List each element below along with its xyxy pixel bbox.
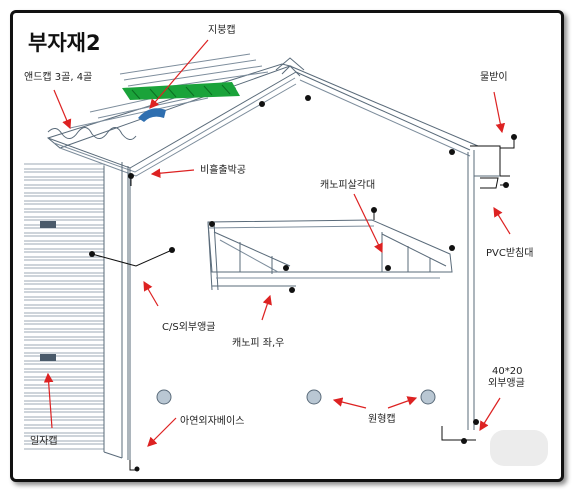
gutter [470,134,517,189]
siding-slat [24,243,105,250]
siding-slat [24,259,105,266]
siding-slat [24,187,105,194]
siding-slat [24,227,105,234]
siding-slat [24,331,105,338]
siding-slat [24,363,105,370]
roof [46,53,479,177]
siding-slat [24,283,105,290]
siding-slat [24,179,105,186]
siding-slat [24,379,105,386]
round-cap-3 [420,389,436,405]
siding-slat [24,275,105,282]
left-wall-siding [24,163,105,450]
siding-slat [24,411,105,418]
siding-slat [24,419,105,426]
canopy [207,207,455,293]
siding-slat [24,427,105,434]
siding-slat [24,315,105,322]
siding-slat [24,219,105,226]
siding-slat [24,307,105,314]
label-angle-40x20: 40*20 [492,366,522,377]
round-cap-2 [306,389,322,405]
ridge-cap-shape [122,82,240,100]
label-zinc-base: 아연외자베이스 [180,415,244,427]
blue-cap-shape [138,108,166,122]
siding-slat [24,163,105,170]
siding-slat [24,203,105,210]
siding-slat [24,171,105,178]
round-cap-1 [156,389,172,405]
label-canopy-side: 캐노피 좌,우 [232,337,284,349]
siding-slat [24,371,105,378]
label-flat-cap: 일자캡 [30,435,58,447]
siding-slat [24,211,105,218]
flat-cap-shape-upper [40,221,56,228]
label-angle-40x20-line2: 외부앵글 [488,377,525,389]
siding-slat [24,387,105,394]
label-cs-angle: C/S외부앵글 [162,321,216,333]
label-pvc-bracket: PVC받침대 [486,247,533,259]
flat-cap-shape-lower [40,354,56,361]
callout-arrows [43,39,511,447]
siding-slat [24,347,105,354]
siding-slat [24,403,105,410]
diagram-title: 부자재2 [28,31,101,55]
label-flashing: 비흘출박공 [200,163,246,176]
siding-slat [24,299,105,306]
label-ridge-cap: 지붕캡 [208,24,236,36]
label-gutter: 물받이 [480,71,508,83]
siding-slat [24,395,105,402]
label-end-cap: 앤드캡 3골, 4골 [24,71,92,83]
siding-slat [24,355,105,362]
label-canopy-angle: 캐노피살각대 [320,179,375,191]
cs-angle-line [89,247,175,267]
siding-slat [24,339,105,346]
siding-slat [24,267,105,274]
siding-slat [24,323,105,330]
siding-slat [24,195,105,202]
siding-slat [24,291,105,298]
siding-slat [24,235,105,242]
label-round-cap: 원형캡 [368,413,396,425]
blurred-watermark [490,430,548,466]
